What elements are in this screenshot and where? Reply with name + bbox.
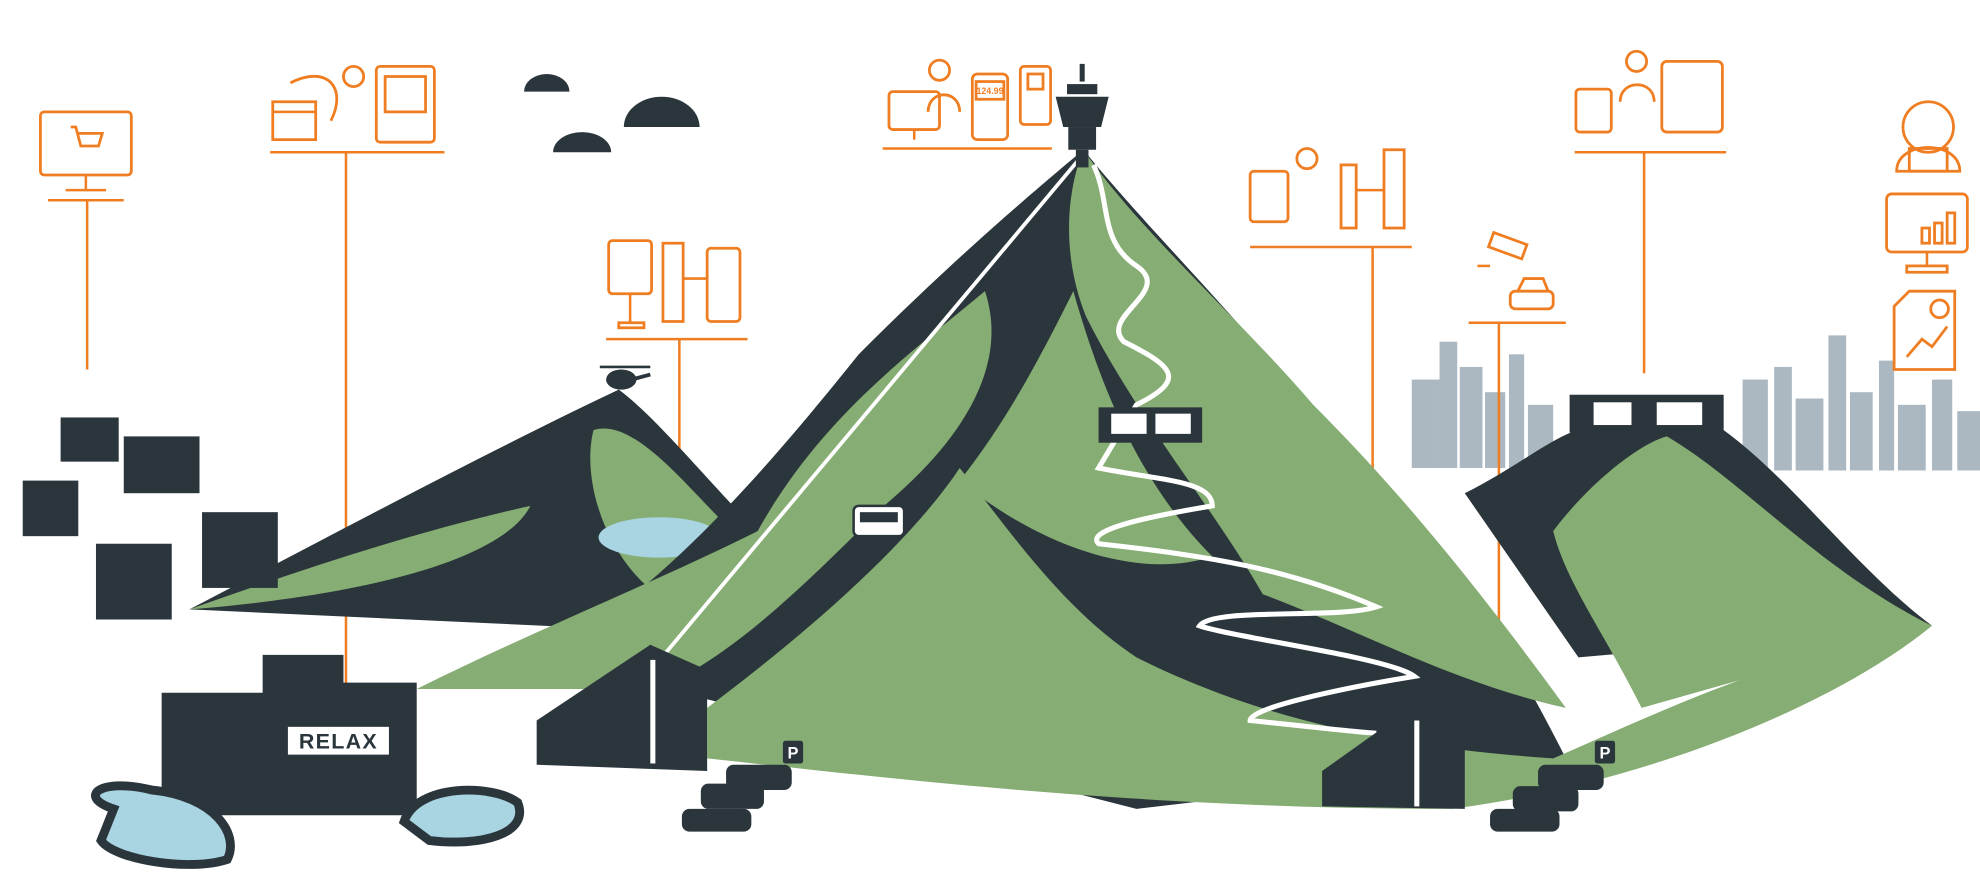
base-station-left: [536, 644, 708, 772]
booking-calendar-icon: [271, 65, 366, 142]
payment-terminal-icon: [1574, 49, 1724, 134]
security-camera-icon: [1477, 230, 1529, 268]
cable-car-line: [655, 157, 1082, 665]
car-icon: [681, 764, 792, 832]
mountain-road: [1091, 163, 1421, 736]
shopping-cart-monitor-icon: [39, 110, 133, 192]
parking-right: P: [1490, 740, 1616, 832]
access-gate-icon: [1248, 147, 1406, 230]
cable-car-icon: [852, 504, 906, 538]
car-icon: [1490, 764, 1604, 832]
mobile-ticket-icon: [1018, 65, 1053, 126]
support-agent-icon: [1895, 100, 1962, 173]
turnstile-gate-icon: [661, 241, 742, 323]
parking-sign: P: [788, 744, 799, 762]
analytics-monitor-icon: [1885, 192, 1969, 274]
paragliders-icon: [524, 73, 700, 153]
hotel-sign: RELAX: [299, 729, 378, 753]
control-tower-icon: [1055, 63, 1109, 168]
parking-left: P: [681, 740, 804, 832]
ticket-kiosk-icon: [607, 239, 653, 330]
parking-sign: P: [1599, 744, 1610, 762]
helicopter-icon: [599, 365, 651, 390]
pos-terminal-icon: 124.99: [970, 72, 1010, 142]
relax-hotel: RELAX: [90, 654, 525, 869]
hotel-icon: [22, 417, 278, 620]
car-icon-orange: [1508, 277, 1555, 311]
pos-price: 124.99: [976, 86, 1003, 96]
vending-kiosk-icon: [374, 65, 436, 144]
base-station-right: [1322, 705, 1465, 809]
report-chart-icon: [1892, 289, 1957, 371]
pos-station-icon-top: [887, 58, 962, 140]
